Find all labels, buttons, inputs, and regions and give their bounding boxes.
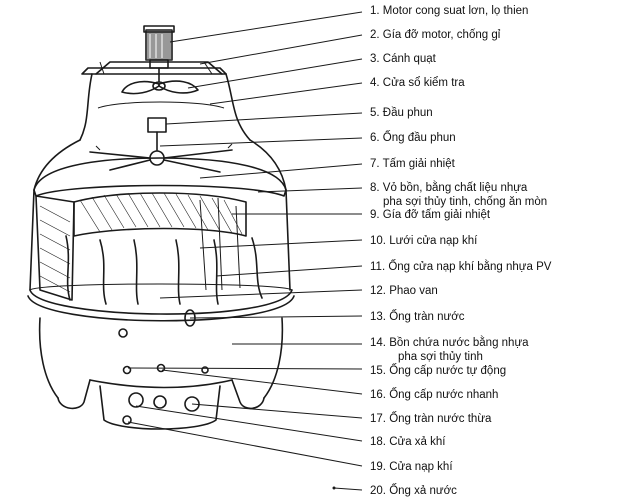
label-6: 6. Ống đầu phun: [370, 130, 456, 144]
label-4: 4. Cửa sổ kiểm tra: [370, 77, 465, 89]
label-3: 3. Cánh quạt: [370, 53, 437, 65]
label-14: 14. Bồn chứa nước bằng nhựa: [370, 336, 529, 349]
label-7: 7. Tấm giải nhiệt: [370, 158, 456, 170]
cooling-tower-drawing: [27, 25, 295, 430]
label-12: 12. Phao van: [370, 285, 438, 297]
label-13: 13. Ống tràn nước: [370, 309, 465, 323]
leader-lines: [127, 11, 363, 491]
fan-blades: [121, 80, 199, 95]
label-8-line2: pha sợi thủy tinh, chống ăn mòn: [383, 196, 547, 208]
label-19: 19. Cửa nạp khí: [370, 461, 453, 473]
spray-assembly: [89, 117, 233, 173]
label-11: 11. Ống cửa nạp khí bằng nhựa PV: [370, 259, 552, 273]
label-8: 8. Vỏ bồn, bằng chất liệu nhựa: [370, 181, 528, 194]
label-2: 2. Gía đỡ motor, chống gỉ: [370, 29, 501, 41]
label-1: 1. Motor cong suat lơn, lọ thien: [370, 5, 528, 17]
label-5: 5. Đầu phun: [370, 107, 433, 119]
label-15: 15. Ống cấp nước tự động: [370, 363, 506, 377]
label-10: 10. Lưới cửa nạp khí: [370, 235, 478, 247]
casing-shell: [29, 189, 291, 291]
fill-pack: [33, 157, 287, 301]
water-basin: [38, 309, 284, 430]
basin-rim: [27, 283, 295, 322]
label-20: 20. Ống xả nước: [370, 483, 457, 497]
label-14-line2: pha sợi thủy tinh: [398, 351, 483, 363]
label-18: 18. Cửa xả khí: [370, 436, 446, 448]
part-labels: 1. Motor cong suat lơn, lọ thien 2. Gía …: [370, 5, 552, 497]
label-16: 16. Ống cấp nước nhanh: [370, 387, 498, 401]
motor: [143, 25, 175, 83]
label-17: 17. Ống tràn nước thừa: [370, 411, 492, 425]
motor-support: [81, 61, 227, 75]
label-9: 9. Gía đỡ tấm giải nhiệt: [370, 209, 491, 221]
